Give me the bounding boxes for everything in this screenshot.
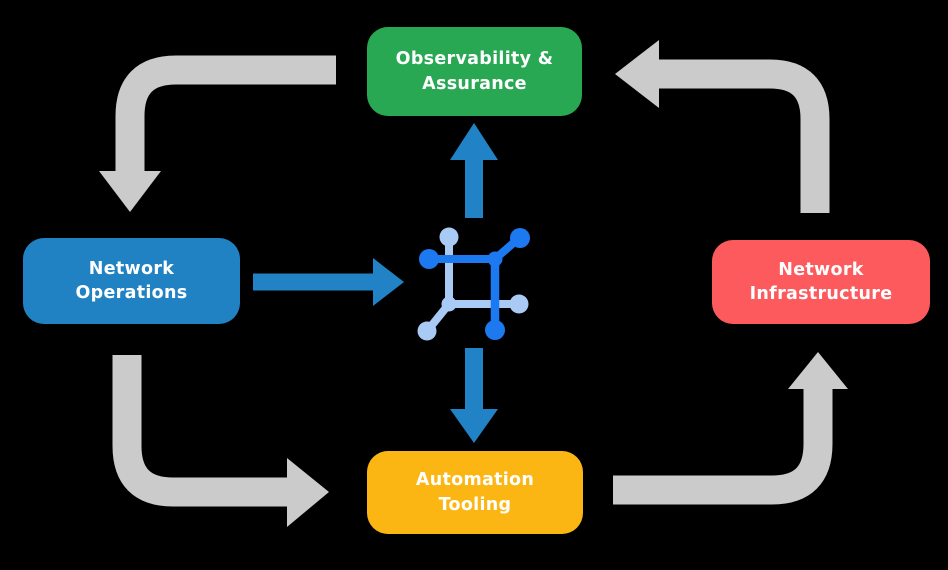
node-observability: Observability & Assurance <box>367 27 582 116</box>
node-operations-label-line1: Network <box>88 258 175 279</box>
network-mesh-icon-light-node-top <box>439 227 459 247</box>
arrow-observability-to-operations-head <box>99 171 161 212</box>
node-automation: Automation Tooling <box>367 451 583 534</box>
arrow-infrastructure-to-observability-shaft <box>659 59 830 213</box>
arrow-observability-to-operations <box>99 55 336 212</box>
node-observability-label-line2: Assurance <box>422 73 527 94</box>
network-mesh-icon-dark-node-bottom <box>485 320 505 340</box>
arrow-operations-to-automation <box>112 355 329 527</box>
arrow-center-to-observability-head <box>450 123 498 160</box>
network-mesh-icon-dark-junction <box>487 251 503 267</box>
node-operations-label-line2: Operations <box>75 283 188 303</box>
node-automation-label-line2: Tooling <box>438 494 512 515</box>
node-operations: Network Operations <box>23 238 240 324</box>
arrow-automation-to-infrastructure-head <box>788 352 848 389</box>
arrow-automation-to-infrastructure <box>613 352 848 505</box>
network-mesh-icon <box>417 227 530 341</box>
arrow-operations-to-center-head <box>373 258 404 306</box>
arrow-infrastructure-to-observability-head <box>615 40 659 108</box>
arrow-operations-to-automation-head <box>287 458 329 527</box>
network-mesh-icon-light-node-bottomleft <box>417 321 437 341</box>
arrow-center-to-observability <box>450 123 498 218</box>
arrow-center-to-automation <box>450 348 498 443</box>
arrow-operations-to-automation-shaft <box>112 355 288 507</box>
node-infrastructure-label-line1: Network <box>778 259 864 280</box>
node-observability-label-line1: Observability & <box>395 49 554 70</box>
node-automation-label-line1: Automation <box>415 470 535 491</box>
arrow-observability-to-operations-shaft <box>115 55 336 172</box>
arrow-operations-to-center <box>253 258 404 306</box>
network-mesh-icon-dark-node-topright <box>510 228 530 248</box>
network-mesh-icon-light-node-right <box>509 294 529 314</box>
network-mesh-icon-dark-node-left <box>419 249 439 269</box>
arrow-automation-to-infrastructure-shaft <box>613 388 833 505</box>
arrow-infrastructure-to-observability <box>615 40 830 213</box>
node-infrastructure: Network Infrastructure <box>712 240 930 324</box>
network-mesh-icon-light-junction <box>441 296 457 312</box>
node-infrastructure-label-line2: Infrastructure <box>749 284 893 304</box>
arrow-center-to-automation-head <box>450 409 498 443</box>
